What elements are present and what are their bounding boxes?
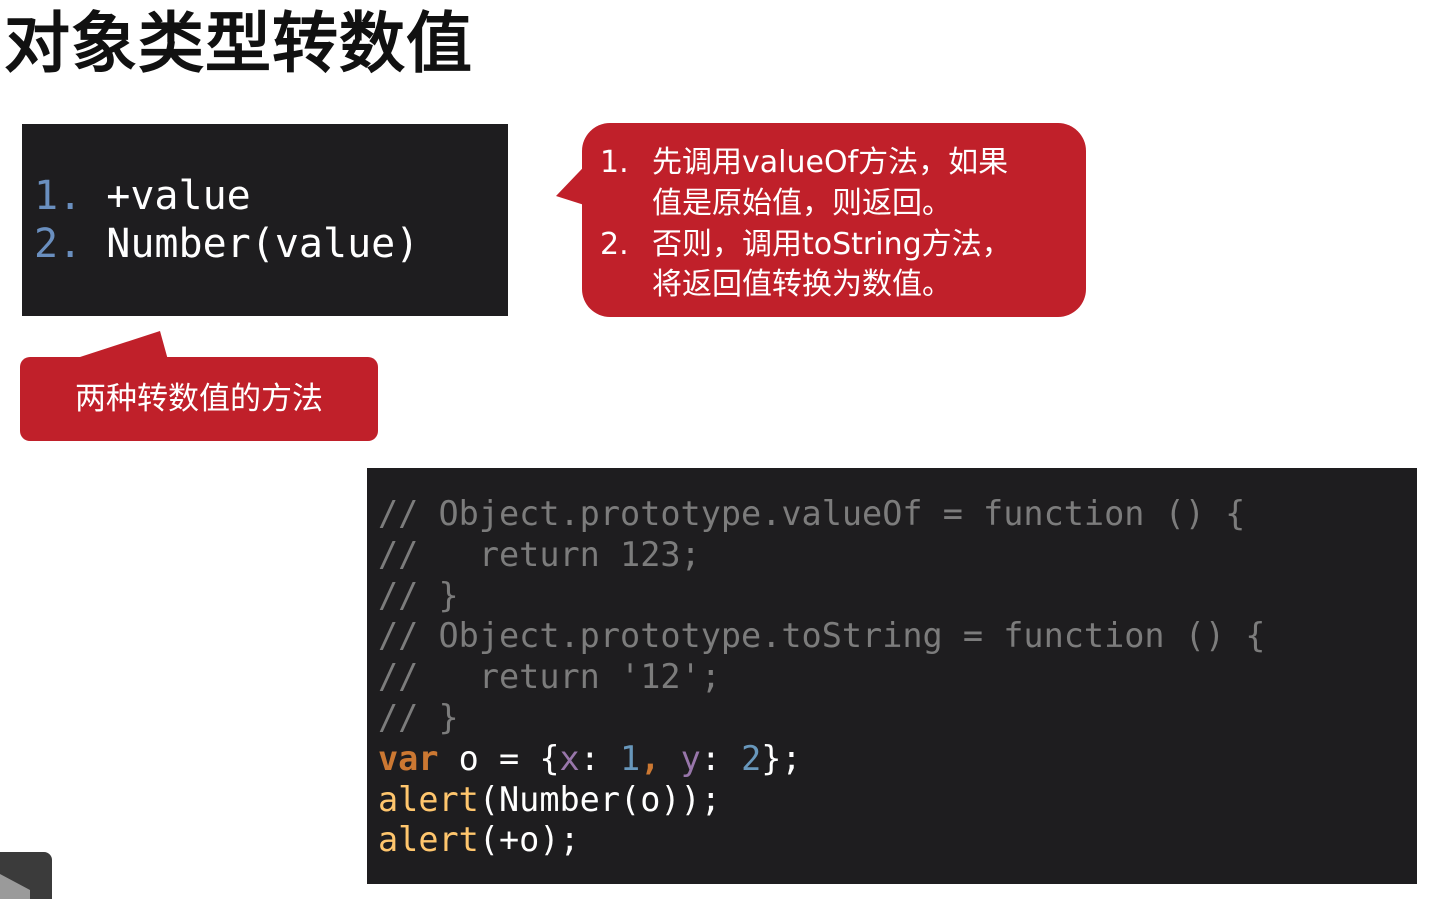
item-number: 2. xyxy=(600,227,629,262)
comment-line: // Object.prototype.toString = function … xyxy=(378,616,1266,656)
code-line-alert: alert(Number(o)); xyxy=(378,780,1265,821)
number: 2 xyxy=(741,738,762,778)
code-text: }; xyxy=(761,738,802,778)
methods-code-block: 1. +value 2. Number(value) xyxy=(22,124,508,316)
code-text: Number(value) xyxy=(106,221,420,267)
explanation-item: 2. xyxy=(600,224,652,265)
code-line-var: var o = {x: 1, y: 2}; xyxy=(378,739,1265,780)
code-text: : xyxy=(700,738,742,778)
explanation-item: 1. xyxy=(600,142,652,183)
code-text: +value xyxy=(106,173,251,219)
explanation-text: 将返回值转换为数值。 xyxy=(652,267,952,302)
comment-line: // Object.prototype.valueOf = function (… xyxy=(378,494,1246,533)
comment-line: // return '12'; xyxy=(378,657,721,697)
property: x xyxy=(559,738,580,778)
line-number: 2. xyxy=(34,221,83,267)
explanation-text: 否则，调用toString方法， xyxy=(652,227,1012,262)
comment-line: // } xyxy=(378,697,459,737)
comment-line: // return 123; xyxy=(378,534,701,574)
example-code-block: // Object.prototype.valueOf = function (… xyxy=(367,468,1417,884)
function-name: alert xyxy=(378,820,479,860)
code-text: (+o); xyxy=(478,820,580,860)
code-line-alert: alert(+o); xyxy=(378,820,1265,861)
methods-callout: 两种转数值的方法 xyxy=(20,357,378,441)
explanation-text: 值是原始值，则返回。 xyxy=(652,186,952,221)
code-text: (Number(o)); xyxy=(478,779,721,819)
play-icon xyxy=(0,874,30,899)
code-text: o = { xyxy=(438,738,560,778)
page-title: 对象类型转数值 xyxy=(4,5,473,82)
item-number: 1. xyxy=(600,145,629,180)
code-line: 1. +value xyxy=(34,172,419,220)
explanation-text: 先调用valueOf方法，如果 xyxy=(652,145,1009,180)
keyword: var xyxy=(378,738,439,778)
code-line: 2. Number(value) xyxy=(34,220,419,268)
function-name: alert xyxy=(378,779,479,819)
explanation-callout: 1. 先调用valueOf方法，如果 值是原始值，则返回。 2. 否则，调用to… xyxy=(582,123,1086,317)
property: y xyxy=(680,738,701,778)
comment-line: // } xyxy=(378,575,459,615)
player-control-button[interactable] xyxy=(0,852,52,899)
line-number: 1. xyxy=(34,173,83,219)
code-text: : xyxy=(579,738,621,778)
number: 1 xyxy=(620,738,641,778)
code-text: , xyxy=(640,738,681,778)
